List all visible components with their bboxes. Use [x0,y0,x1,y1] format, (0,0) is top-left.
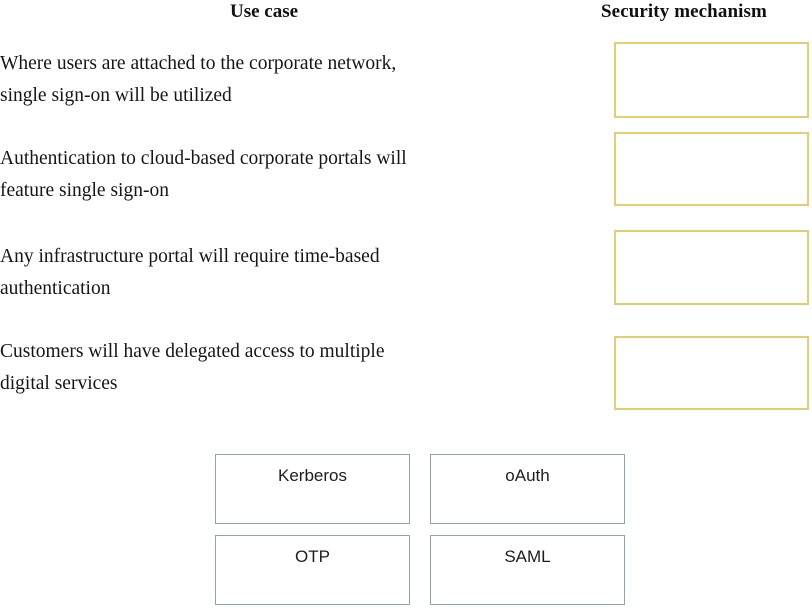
use-case-line: authentication [0,278,111,299]
option-tile-kerberos[interactable]: Kerberos [215,454,410,524]
use-case-line: feature single sign-on [0,180,169,201]
drop-target-3[interactable] [614,230,809,305]
option-label: oAuth [505,466,550,485]
column-header-security-mechanism: Security mechanism [601,1,767,22]
use-case-line: digital services [0,373,118,394]
option-label: OTP [295,547,330,566]
use-case-line: Customers will have delegated access to … [0,341,385,362]
drop-target-1[interactable] [614,42,809,118]
use-case-line: Where users are attached to the corporat… [0,53,397,74]
use-case-line: Authentication to cloud-based corporate … [0,148,407,169]
use-case-line: single sign-on will be utilized [0,85,232,106]
use-case-item: Any infrastructure portal will require t… [0,241,560,305]
use-case-item: Authentication to cloud-based corporate … [0,143,560,207]
option-tile-oauth[interactable]: oAuth [430,454,625,524]
drop-target-4[interactable] [614,336,809,410]
option-label: SAML [504,547,551,566]
option-label: Kerberos [278,466,347,485]
use-case-item: Customers will have delegated access to … [0,336,560,400]
column-header-use-case: Use case [229,1,299,22]
use-case-line: Any infrastructure portal will require t… [0,246,380,267]
option-tile-saml[interactable]: SAML [430,535,625,605]
option-tile-otp[interactable]: OTP [215,535,410,605]
use-case-item: Where users are attached to the corporat… [0,48,560,112]
drop-target-2[interactable] [614,132,809,206]
